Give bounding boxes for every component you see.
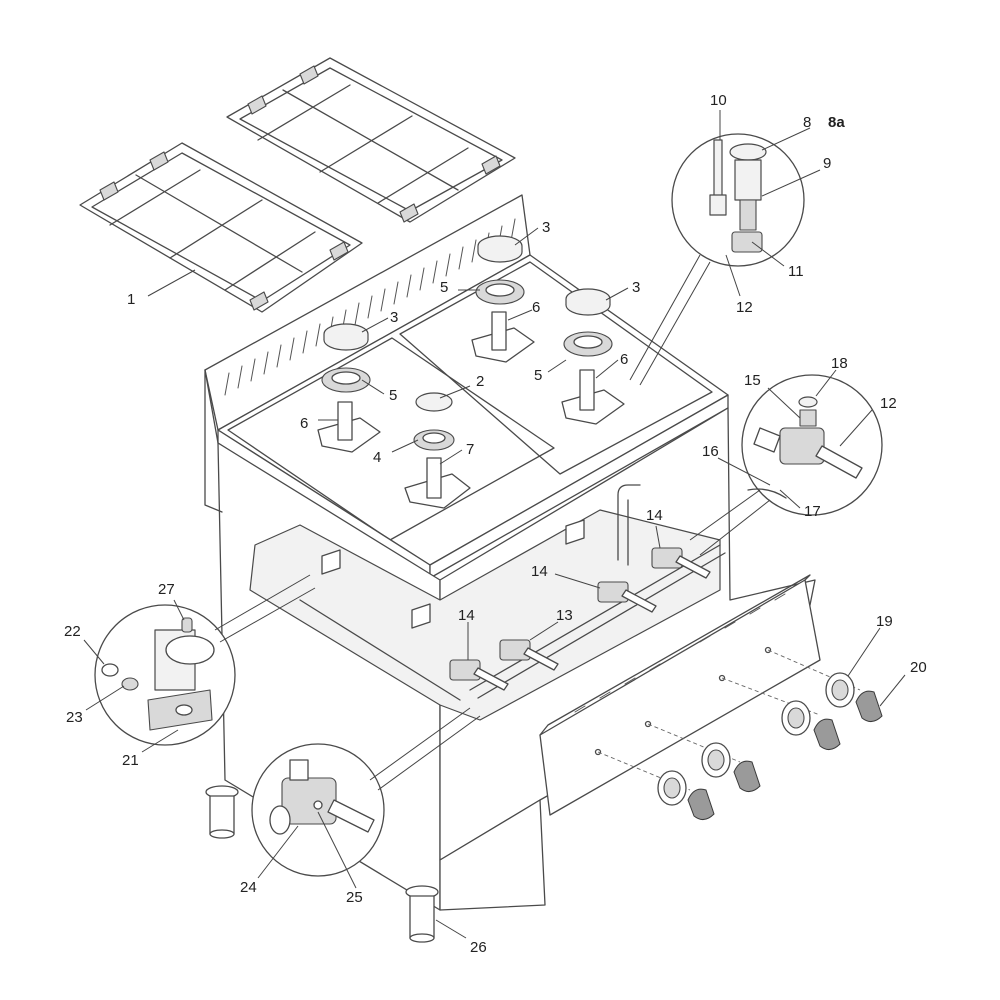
- callout-18: 18: [831, 355, 848, 372]
- detail-valve-top: [689, 374, 883, 556]
- pan-support-right: [226, 57, 516, 223]
- callout-3: 3: [632, 279, 640, 296]
- callout-3: 3: [390, 309, 398, 326]
- callout-20: 20: [910, 659, 927, 676]
- callout-27: 27: [158, 581, 175, 598]
- valve-2: [499, 639, 559, 671]
- callout-3: 3: [542, 219, 550, 236]
- callout-4: 4: [373, 449, 381, 466]
- callout-11: 11: [788, 263, 804, 280]
- callout-6: 6: [300, 415, 308, 432]
- callout-8: 8: [803, 114, 811, 131]
- callout-12: 12: [736, 299, 753, 316]
- callout-19: 19: [876, 613, 893, 630]
- callout-14: 14: [531, 563, 548, 580]
- burners: [317, 235, 625, 509]
- callout-9: 9: [823, 155, 831, 172]
- callout-26: 26: [470, 939, 487, 956]
- callout-25: 25: [346, 889, 363, 906]
- callout-10: 10: [710, 92, 727, 109]
- valve-3: [597, 581, 657, 613]
- callout-16: 16: [702, 443, 719, 460]
- callout-24: 24: [240, 879, 257, 896]
- valve-1: [449, 659, 509, 691]
- foot-left: [205, 785, 239, 839]
- callout-13: 13: [556, 607, 573, 624]
- detail-thermocouple-bracket: [94, 574, 316, 746]
- callout-5: 5: [440, 279, 448, 296]
- knob-bezels: [657, 672, 855, 806]
- callout-14: 14: [458, 607, 475, 624]
- callout-5: 5: [534, 367, 542, 384]
- callout-6: 6: [532, 299, 540, 316]
- callout-6: 6: [620, 351, 628, 368]
- control-knobs: [687, 690, 883, 820]
- detail-ignition: [629, 133, 805, 386]
- callout-5: 5: [389, 387, 397, 404]
- pan-support-left: [79, 142, 363, 313]
- callout-labels: 1 2 3 3 3 4 5 5 5 6 6 6 7 8 8a 9 10 11 1…: [64, 92, 927, 956]
- callout-2: 2: [476, 373, 484, 390]
- callout-1: 1: [127, 291, 135, 308]
- callout-23: 23: [66, 709, 83, 726]
- callout-12: 12: [880, 395, 897, 412]
- callout-14: 14: [646, 507, 663, 524]
- callout-17: 17: [804, 503, 821, 520]
- control-panel: [539, 574, 861, 816]
- gas-manifold: [299, 484, 726, 701]
- leader-lines: [83, 110, 906, 939]
- callout-8a: 8a: [828, 114, 845, 131]
- callout-22: 22: [64, 623, 81, 640]
- callout-7: 7: [466, 441, 474, 458]
- callout-21: 21: [122, 752, 139, 769]
- callout-15: 15: [744, 372, 761, 389]
- valve-4: [651, 547, 711, 579]
- foot-right: [405, 885, 439, 943]
